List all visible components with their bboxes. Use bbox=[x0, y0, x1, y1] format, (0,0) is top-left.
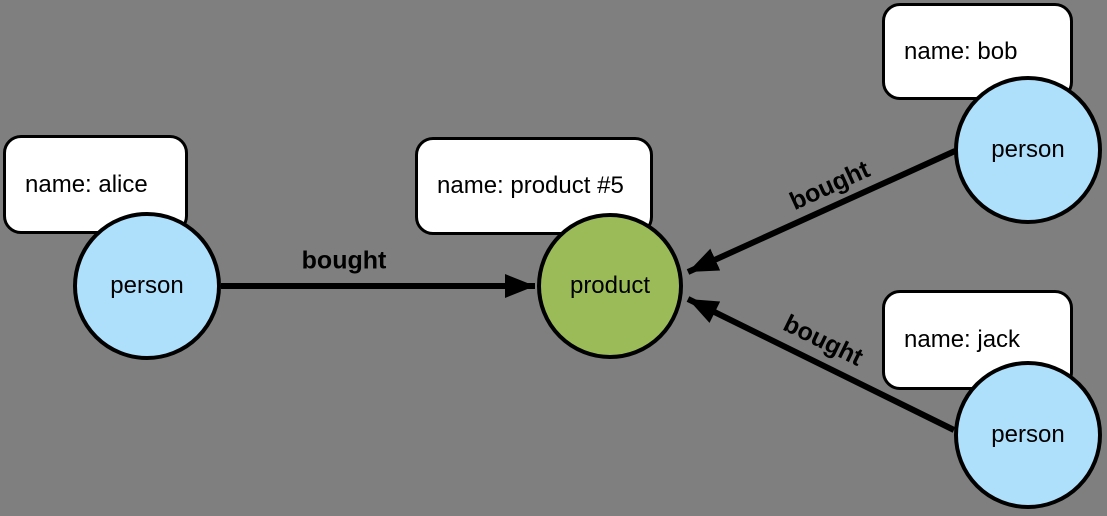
property-text-jack: name: jack bbox=[904, 326, 1021, 353]
node-label: person bbox=[991, 136, 1065, 163]
node-product: product bbox=[537, 213, 683, 359]
property-text-alice: name: alice bbox=[25, 170, 148, 198]
node-person-jack: person bbox=[954, 361, 1102, 509]
property-text-product: name: product #5 bbox=[437, 172, 624, 199]
node-label: product bbox=[569, 272, 651, 299]
edge-label-alice-bought: bought bbox=[301, 246, 387, 275]
node-label: person bbox=[991, 421, 1065, 448]
node-person-bob: person bbox=[954, 76, 1102, 224]
node-label: person bbox=[110, 272, 184, 299]
edge-bob-bought-product bbox=[686, 148, 957, 275]
edge-label-jack-bought: bought bbox=[779, 309, 868, 372]
property-box-alice: name: alice bbox=[3, 135, 188, 234]
node-person-alice: person bbox=[73, 212, 221, 360]
edge-label-bob-bought: bought bbox=[785, 155, 875, 216]
property-text-bob: name: bob bbox=[904, 37, 1018, 65]
